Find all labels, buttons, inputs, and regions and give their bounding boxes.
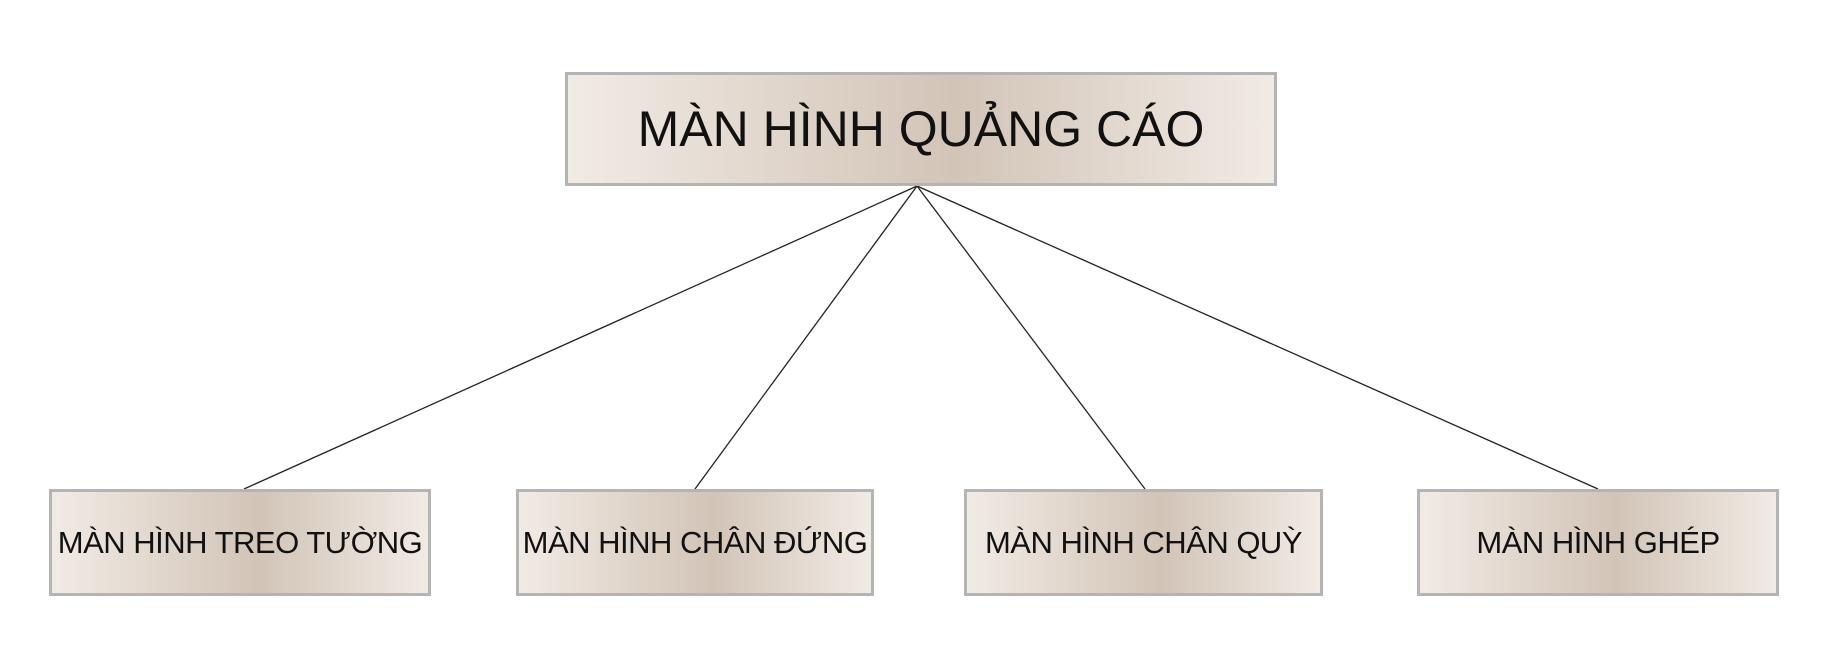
child-node-label: MÀN HÌNH CHÂN QUỲ (984, 524, 1303, 560)
child-node-chan-dung: MÀN HÌNH CHÂN ĐỨNG (516, 489, 874, 596)
child-node-treo-tuong: MÀN HÌNH TREO TƯỜNG (49, 489, 431, 596)
child-node-ghep: MÀN HÌNH GHÉP (1417, 489, 1779, 596)
root-node-label: MÀN HÌNH QUẢNG CÁO (637, 101, 1205, 157)
root-node: MÀN HÌNH QUẢNG CÁO (565, 72, 1277, 186)
connector-ghep (916, 185, 1599, 490)
connector-treo-tuong (243, 185, 918, 490)
child-node-label: MÀN HÌNH CHÂN ĐỨNG (522, 524, 868, 560)
child-node-chan-quy: MÀN HÌNH CHÂN QUỲ (964, 489, 1323, 596)
connector-chan-dung (694, 185, 918, 490)
child-node-label: MÀN HÌNH GHÉP (1476, 524, 1720, 560)
child-node-label: MÀN HÌNH TREO TƯỜNG (57, 524, 423, 560)
connector-chan-quy (916, 185, 1146, 490)
